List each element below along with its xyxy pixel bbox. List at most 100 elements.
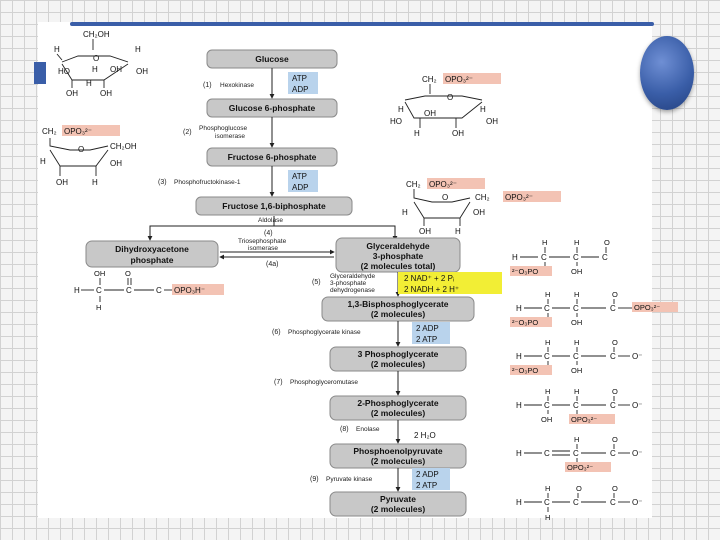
g3p-s-oh: OH xyxy=(571,267,582,276)
box-fructose-16bp-label: Fructose 1,6-biphosphate xyxy=(222,201,326,211)
pyr-s-h3: H xyxy=(545,513,550,522)
bpg-s-phosphate-right: OPO₃²⁻ xyxy=(634,303,660,312)
g6p-oh1: OH xyxy=(424,109,436,118)
f6p-oh1: OH xyxy=(110,159,122,168)
f6p-h2: H xyxy=(92,178,98,187)
bpg-s-h2: H xyxy=(574,290,579,299)
step-4-num: (4) xyxy=(264,230,273,237)
pyr-s-c1: C xyxy=(544,498,550,507)
step-3-enzyme: Phosphofructokinase-1 xyxy=(174,179,241,186)
bpg-s-c2: C xyxy=(573,304,579,313)
glucose-6p-structure: CH₂ OPO₃²⁻ O H H OH HO OH H OH xyxy=(390,73,501,138)
pep-s-ominus: O⁻ xyxy=(632,449,642,458)
pyr-s-ominus: O⁻ xyxy=(632,498,642,507)
glucose-oh1: OH xyxy=(110,65,122,74)
step-8-water: 2 H₂O xyxy=(414,431,436,440)
step-5-enzyme-2: 3-phosphate xyxy=(330,280,367,287)
box-fructose-6p-label: Fructose 6-phosphate xyxy=(228,152,317,162)
f16bp-phosphate-right: OPO₃²⁻ xyxy=(505,193,533,202)
g6p-ho: HO xyxy=(390,117,402,126)
glucose-ring-o: O xyxy=(93,54,99,63)
pg3-s-ominus: O⁻ xyxy=(632,352,642,361)
bpg-s-h1: H xyxy=(545,290,550,299)
step-1-atp: ATP xyxy=(292,74,307,83)
pyr-s-o1: O xyxy=(576,484,582,493)
step-8-num: (8) xyxy=(340,426,349,433)
lower-pathway: (5) Glyceraldehyde 3-phosphate dehydroge… xyxy=(272,272,502,517)
step-9-num: (9) xyxy=(310,476,319,483)
bpg-s-phosphate-left: ²⁻O₃PO xyxy=(512,318,538,327)
pg3-s-h1: H xyxy=(545,338,550,347)
pyr-s-h2: H xyxy=(516,498,522,507)
pg2-s-c2: C xyxy=(573,401,579,410)
bpg-s-c3: C xyxy=(610,304,616,313)
dhap-structure: OH O H C C C OPO₃H⁻ H xyxy=(74,269,224,312)
step-2-enzyme-1: Phosphoglucose xyxy=(199,125,247,132)
dhap-h-bottom: H xyxy=(96,303,101,312)
step-5-nadh: 2 NADH + 2 H⁺ xyxy=(404,285,459,294)
left-accent-bar xyxy=(34,62,46,84)
f16bp-oh2: OH xyxy=(419,227,431,236)
step-6-enzyme: Phosphoglycerate kinase xyxy=(288,329,361,336)
step-9-adp: 2 ADP xyxy=(416,470,439,479)
pyr-s-c3: C xyxy=(610,498,616,507)
f6p-ch2: CH₂ xyxy=(42,127,57,136)
box-glucose-label: Glucose xyxy=(255,54,289,64)
isomerase-num: (4a) xyxy=(266,261,278,268)
box-13bpg-label-2: (2 molecules) xyxy=(371,309,425,319)
dhap-o: O xyxy=(125,269,131,278)
g3p-s-c1: C xyxy=(541,253,547,262)
step-1-adp: ADP xyxy=(292,85,308,94)
step-6-adp: 2 ADP xyxy=(416,324,439,333)
box-glucose-6p-label: Glucose 6-phosphate xyxy=(229,103,316,113)
isomerase-enzyme-2: isomerase xyxy=(248,245,278,252)
step-4-enzyme: Aldolase xyxy=(258,217,283,224)
glucose-ho: HO xyxy=(58,67,70,76)
box-dhap-label-1: Dihydroxyacetone xyxy=(115,244,189,254)
box-dhap-label-2: phosphate xyxy=(131,255,174,265)
pg3-s-h3: H xyxy=(516,352,522,361)
box-g3p-label-3: (2 molecules total) xyxy=(361,261,436,271)
g3p-s-c2: C xyxy=(573,253,579,262)
bpg-s-c1: C xyxy=(544,304,550,313)
pg2-s-oh: OH xyxy=(541,415,552,424)
step-2-enzyme-2: isomerase xyxy=(215,133,245,140)
glucose-ch2oh: CH₂OH xyxy=(83,30,110,39)
step-3-atp: ATP xyxy=(292,172,307,181)
box-3pg-label-2: (2 molecules) xyxy=(371,359,425,369)
dhap-oh: OH xyxy=(94,269,105,278)
f6p-ring-o: O xyxy=(78,145,84,154)
f16bp-h1: H xyxy=(402,208,408,217)
bpg-s-o: O xyxy=(612,290,618,299)
step-9-enzyme: Pyruvate kinase xyxy=(326,476,373,483)
title-bar-accent xyxy=(70,22,654,26)
f6p-phosphate: OPO₃²⁻ xyxy=(64,127,92,136)
bpg-s-h3: H xyxy=(516,304,522,313)
pg3-s-c2: C xyxy=(573,352,579,361)
step-5-enzyme-1: Glyceraldehyde xyxy=(330,273,376,280)
g3p-s-h3: H xyxy=(512,253,518,262)
box-g3p-label-1: Glyceraldehyde xyxy=(366,241,430,251)
3pg-structure: H H O H C C C O⁻ ²⁻O₃PO OH xyxy=(510,338,642,375)
g3p-s-c3: C xyxy=(602,253,608,262)
box-fructose-16bp xyxy=(195,196,353,216)
g3p-s-phosphate: ²⁻O₃PO xyxy=(512,267,538,276)
g3p-s-o: O xyxy=(604,238,610,247)
pg2-s-c3: C xyxy=(610,401,616,410)
pep-s-c2: C xyxy=(573,449,579,458)
step-3-num: (3) xyxy=(158,179,167,186)
box-3pg-label-1: 3 Phosphoglycerate xyxy=(358,349,439,359)
step-5-nad: 2 NAD⁺ + 2 Pᵢ xyxy=(404,274,454,283)
pyr-s-h1: H xyxy=(545,484,550,493)
f16bp-ch2-left: CH₂ xyxy=(406,180,421,189)
pg3-s-oh: OH xyxy=(571,366,582,375)
box-pyruvate-label-2: (2 molecules) xyxy=(371,504,425,514)
g6p-h3: H xyxy=(414,129,420,138)
pg3-s-o: O xyxy=(612,338,618,347)
step-7-enzyme: Phosphoglyceromutase xyxy=(290,379,358,386)
g6p-h2: H xyxy=(480,105,486,114)
decorative-orb xyxy=(640,36,694,110)
dhap-phosphate: OPO₃H⁻ xyxy=(174,286,205,295)
pep-structure: H O H C C C O⁻ OPO₃²⁻ xyxy=(516,435,642,472)
